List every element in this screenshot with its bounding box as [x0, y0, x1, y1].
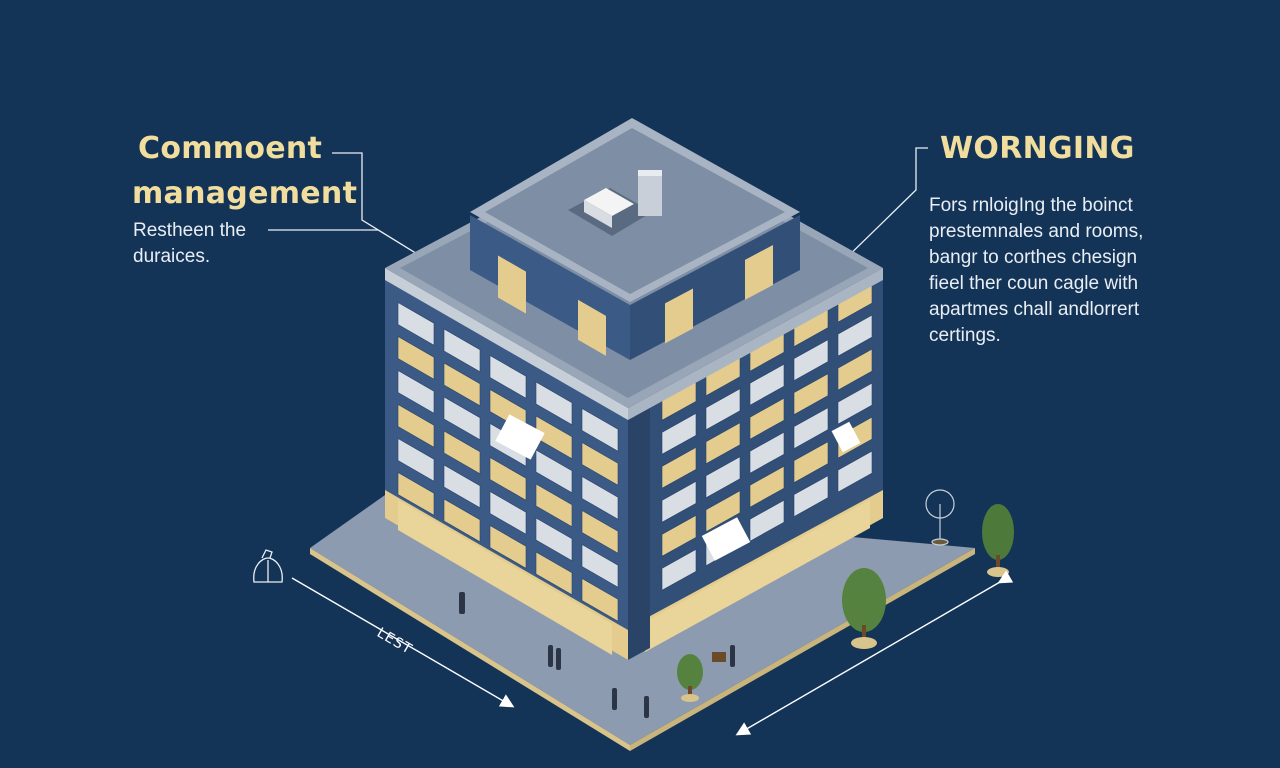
balcony [705, 490, 741, 533]
balcony [397, 369, 435, 414]
balcony [837, 314, 873, 357]
balcony [443, 430, 481, 475]
left-callout-title: Commoent management [132, 126, 392, 216]
balcony [793, 441, 829, 484]
balcony [489, 524, 527, 569]
rooftop-hvac-unit [568, 170, 662, 236]
balcony [749, 363, 785, 406]
balcony [837, 450, 873, 493]
right-callout-line: bangr to corthes chesign [929, 247, 1138, 268]
balcony [661, 446, 697, 489]
balcony [705, 456, 741, 499]
right-callout-line: Fors rnloigIng the boinct [929, 195, 1133, 216]
left-callout-text-line1: Restheen the [133, 220, 247, 241]
balcony [749, 465, 785, 508]
right-callout-line: apartmes chall andlorrert [929, 299, 1140, 320]
left-dimension-arrow [291, 577, 515, 708]
balcony [443, 396, 481, 441]
balcony [535, 551, 573, 596]
right-callout-line: fieel ther coun cagle with [929, 273, 1139, 294]
balcony [837, 348, 873, 391]
balcony [489, 354, 527, 399]
right-callout-line: certings. [929, 325, 1001, 346]
balcony [793, 373, 829, 416]
balcony [749, 431, 785, 474]
balcony [397, 403, 435, 448]
right-callout-title: WORNGING [940, 131, 1135, 166]
balcony [581, 407, 619, 452]
balcony [397, 471, 435, 516]
left-callout-text-line2: duraices. [133, 246, 211, 267]
balcony [489, 456, 527, 501]
balcony [443, 362, 481, 407]
balcony [661, 514, 697, 557]
bare-tree-icon [925, 489, 955, 546]
balcony [397, 335, 435, 380]
right-leader-line [835, 147, 928, 269]
balconies-left [397, 301, 619, 622]
balcony [581, 543, 619, 588]
balcony [535, 483, 573, 528]
balcony [661, 480, 697, 523]
balcony [397, 437, 435, 482]
balcony [661, 548, 697, 591]
right-dimension-arrow [735, 570, 1014, 736]
balcony [793, 407, 829, 450]
balcony [581, 577, 619, 622]
balcony [397, 301, 435, 346]
balcony [661, 412, 697, 455]
left-callout-title-line2: management [132, 176, 358, 211]
left-callout-text: Restheen the duraices. [133, 218, 273, 270]
balcony [705, 388, 741, 431]
balcony [443, 328, 481, 373]
balcony [705, 422, 741, 465]
balcony [793, 339, 829, 382]
pedestrians [459, 592, 735, 718]
balcony [581, 475, 619, 520]
tree-icon [842, 568, 886, 649]
facade-banners [495, 414, 861, 561]
tree-icon [982, 504, 1014, 577]
left-leader-line [268, 152, 441, 269]
balcony [749, 397, 785, 440]
balcony [581, 509, 619, 554]
tree-icon [677, 654, 703, 702]
balcony [749, 499, 785, 542]
bag-icon [253, 549, 283, 583]
left-callout-title-line1: Commoent [138, 131, 323, 166]
balcony [443, 498, 481, 543]
right-callout-line: prestemnales and rooms, [929, 221, 1144, 242]
balcony [535, 449, 573, 494]
balcony [443, 464, 481, 509]
balcony [581, 441, 619, 486]
balcony [489, 490, 527, 535]
balcony [837, 382, 873, 425]
balcony [535, 381, 573, 426]
balcony [793, 475, 829, 518]
balcony [535, 517, 573, 562]
right-callout-text: Fors rnloigIng the boinct prestemnales a… [929, 193, 1189, 349]
